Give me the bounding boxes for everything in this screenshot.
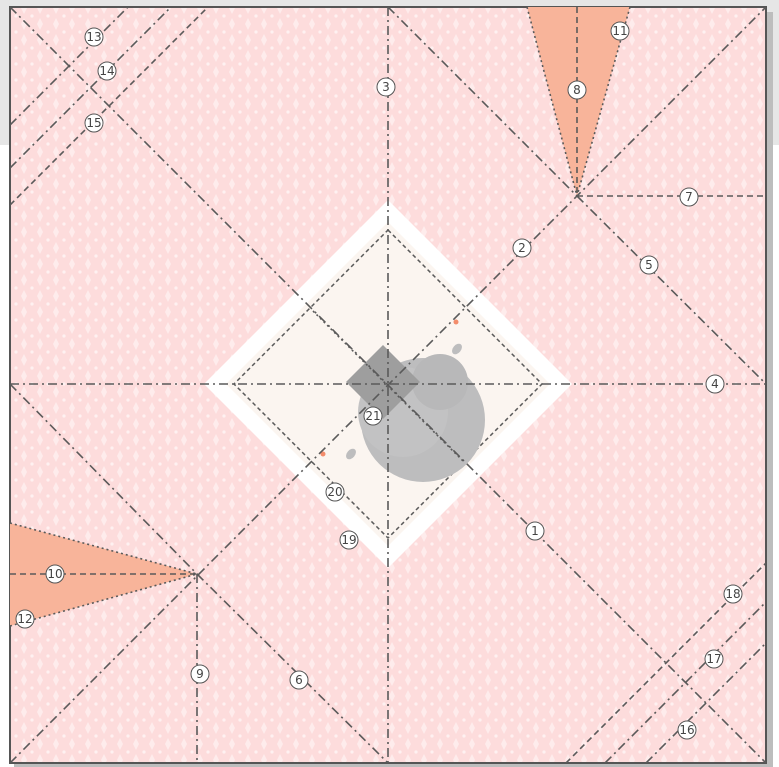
fold-label-text: 5 (645, 258, 653, 272)
fold-line-crease-20 (312, 310, 464, 462)
fold-label-1: 1 (525, 521, 545, 541)
fold-label-20: 20 (325, 482, 345, 502)
fold-label-text: 8 (573, 83, 581, 97)
fold-label-text: 20 (327, 485, 342, 499)
fold-line-15 (10, 7, 209, 206)
fold-label-4: 4 (705, 374, 725, 394)
fold-label-text: 18 (725, 587, 740, 601)
fold-label-3: 3 (376, 77, 396, 97)
fold-label-19: 19 (339, 530, 359, 550)
fold-label-5: 5 (639, 255, 659, 275)
fold-label-text: 9 (196, 667, 204, 681)
fold-line-5 (576, 195, 766, 385)
fold-label-9: 9 (190, 664, 210, 684)
fold-label-text: 1 (531, 524, 539, 538)
fold-label-7: 7 (679, 187, 699, 207)
fold-label-text: 4 (711, 377, 719, 391)
fold-label-6: 6 (289, 670, 309, 690)
fold-label-11: 11 (610, 21, 630, 41)
fold-label-text: 13 (86, 30, 101, 44)
fold-label-8: 8 (567, 80, 587, 100)
fold-label-text: 10 (47, 567, 62, 581)
fold-label-text: 17 (706, 652, 721, 666)
fold-line-6 (196, 573, 389, 763)
fold-label-18: 18 (723, 584, 743, 604)
fold-line-6b (10, 383, 198, 575)
fold-label-text: 7 (685, 190, 693, 204)
fold-label-13: 13 (84, 27, 104, 47)
fold-line-16 (645, 642, 766, 763)
fold-label-text: 3 (382, 80, 390, 94)
fold-line-5b (387, 7, 578, 197)
fold-label-text: 16 (679, 723, 694, 737)
fold-label-2: 2 (512, 238, 532, 258)
fold-label-text: 12 (17, 612, 32, 626)
fold-label-16: 16 (677, 720, 697, 740)
fold-label-text: 19 (341, 533, 356, 547)
fold-label-17: 17 (704, 649, 724, 669)
fold-label-text: 2 (518, 241, 526, 255)
fold-label-text: 21 (365, 409, 380, 423)
fold-label-15: 15 (84, 113, 104, 133)
fold-line-13 (10, 7, 129, 126)
fold-label-text: 15 (86, 116, 101, 130)
fold-label-12: 12 (15, 609, 35, 629)
flap-top-right (527, 7, 630, 196)
fold-label-10: 10 (45, 564, 65, 584)
fold-label-14: 14 (97, 61, 117, 81)
fold-label-text: 14 (99, 64, 114, 78)
fold-label-text: 11 (612, 24, 627, 38)
fold-line-12 (10, 573, 198, 627)
fold-label-21: 21 (363, 406, 383, 426)
center-diamond-border (232, 228, 544, 540)
fold-line-12b (10, 522, 198, 575)
fold-label-text: 6 (295, 673, 303, 687)
